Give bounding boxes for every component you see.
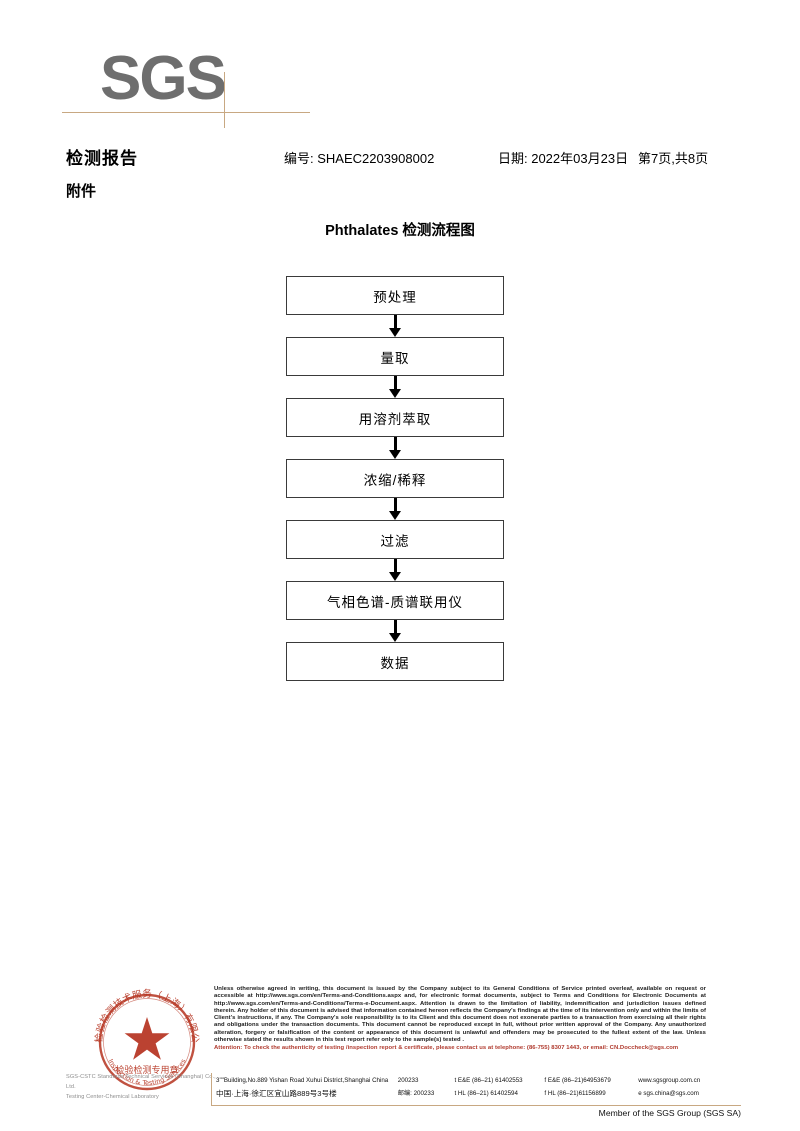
flow-box-measure: 量取 <box>286 337 504 376</box>
flow-step: 预处理 <box>286 276 504 315</box>
sgs-logo: SGS <box>62 40 310 128</box>
flow-box-solvent-extraction: 用溶剂萃取 <box>286 398 504 437</box>
legal-paragraph: Unless otherwise agreed in writing, this… <box>214 986 706 1044</box>
postcode-cn: 邮编: 200233 <box>397 1090 435 1097</box>
flow-box-pretreatment: 预处理 <box>286 276 504 315</box>
flow-box-filtration: 过滤 <box>286 520 504 559</box>
phone-ee-fax: f E&E (86–21)64953679 <box>544 1077 611 1084</box>
flow-arrow-icon <box>286 620 504 642</box>
stamp-cn-text: 检验检测专用章 <box>115 1064 178 1076</box>
official-seal-stamp: 检验检测技术服务（上海）有限公 检验检测专用章 Inspection & Tes… <box>86 981 208 1103</box>
logo-vertical-rule <box>224 72 225 128</box>
flow-step: 用溶剂萃取 <box>286 398 504 437</box>
flow-arrow-icon <box>286 498 504 520</box>
flow-step: 浓缩/稀释 <box>286 459 504 498</box>
address-contact-block: 3""Building,No.889 Yishan Road Xuhui Dis… <box>216 1074 736 1100</box>
flow-box-concentrate-dilute: 浓缩/稀释 <box>286 459 504 498</box>
footer-horizontal-rule <box>211 1105 741 1106</box>
company-line-1: SGS-CSTC Standards Technical Services (S… <box>66 1074 216 1090</box>
sgs-group-member-note: Member of the SGS Group (SGS SA) <box>598 1108 741 1118</box>
flowchart-title: Phthalates 检测流程图 <box>325 223 475 239</box>
address-row: 中国·上海·徐汇区宜山路889号3号楼 邮编: 200233 t HL (86–… <box>216 1087 736 1100</box>
attention-notice: Attention: To check the authenticity of … <box>214 1045 679 1052</box>
phone-ee-tel: t E&E (86–21) 61402553 <box>454 1077 523 1084</box>
flow-arrow-icon <box>286 437 504 459</box>
footer-vertical-rule <box>211 1073 212 1105</box>
legal-terms-block: Unless otherwise agreed in writing, this… <box>214 986 706 1053</box>
flow-arrow-icon <box>286 559 504 581</box>
page-title: 检测报告 <box>66 149 138 168</box>
website-link[interactable]: www.sgsgroup.com.cn <box>638 1077 701 1084</box>
flow-box-data: 数据 <box>286 642 504 681</box>
email-link[interactable]: e sgs.china@sgs.com <box>638 1090 699 1097</box>
flowchart: 预处理 量取 用溶剂萃取 浓缩/稀释 过滤 气相色谱-质谱联用仪 数据 <box>286 276 504 681</box>
flow-arrow-icon <box>286 315 504 337</box>
address-en: 3""Building,No.889 Yishan Road Xuhui Dis… <box>216 1077 389 1084</box>
flow-step: 量取 <box>286 337 504 376</box>
company-line-2: Testing Center-Chemical Laboratory <box>66 1094 159 1100</box>
sgs-logo-text: SGS <box>100 44 227 113</box>
flow-step: 气相色谱-质谱联用仪 <box>286 581 504 620</box>
report-date: 日期: 2022年03月23日 <box>498 151 629 166</box>
logo-horizontal-rule <box>62 112 310 113</box>
flow-step: 过滤 <box>286 520 504 559</box>
company-name-block: SGS-CSTC Standards Technical Services (S… <box>66 1072 216 1102</box>
address-row: 3""Building,No.889 Yishan Road Xuhui Dis… <box>216 1074 736 1087</box>
attachment-label: 附件 <box>66 183 97 200</box>
phone-hl-fax: f HL (86–21)61156899 <box>544 1090 606 1097</box>
report-number: 编号: SHAEC2203908002 <box>284 151 435 166</box>
phone-hl-tel: t HL (86–21) 61402594 <box>454 1090 518 1097</box>
page-indicator: 第7页,共8页 <box>638 151 709 166</box>
flow-step: 数据 <box>286 642 504 681</box>
flow-box-gcms: 气相色谱-质谱联用仪 <box>286 581 504 620</box>
address-cn: 中国·上海·徐汇区宜山路889号3号楼 <box>216 1089 337 1098</box>
page-footer: 检验检测技术服务（上海）有限公 检验检测专用章 Inspection & Tes… <box>0 975 800 1131</box>
flow-arrow-icon <box>286 376 504 398</box>
postcode-en: 200233 <box>397 1077 419 1084</box>
